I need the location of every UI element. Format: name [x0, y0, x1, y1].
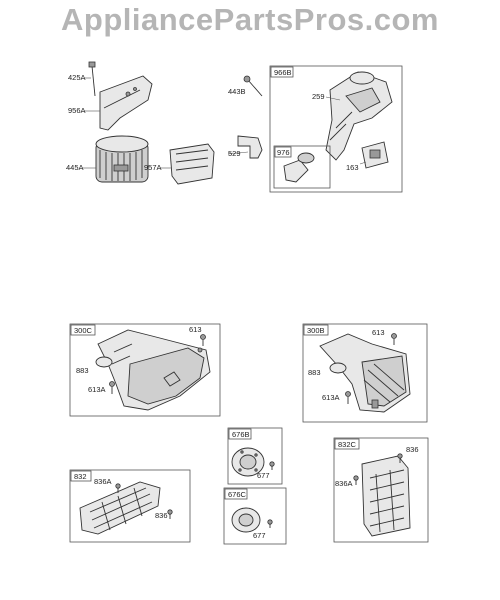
- part-676C-gasket[interactable]: [231, 507, 261, 533]
- part-300C-883-gasket[interactable]: [95, 356, 113, 368]
- part-300C-613-screw[interactable]: [200, 334, 206, 347]
- part-832C-grille[interactable]: [361, 455, 411, 537]
- part-425A-bolt[interactable]: [88, 61, 96, 97]
- group-300B-box: [302, 323, 428, 423]
- part-832-836A-screw[interactable]: [115, 483, 121, 493]
- group-832-box: [69, 469, 191, 543]
- part-832-836-screw[interactable]: [167, 509, 173, 519]
- part-966B-air-intake[interactable]: [325, 71, 393, 161]
- label-300B-883: 883: [308, 368, 321, 377]
- label-445A: 445A: [66, 163, 84, 172]
- part-300B-air-cleaner-base[interactable]: [319, 333, 411, 413]
- part-676B-gasket[interactable]: [231, 447, 265, 477]
- part-163-gasket[interactable]: [361, 141, 389, 169]
- group-966B-box: [269, 65, 403, 193]
- part-676B-677-screw[interactable]: [269, 461, 275, 470]
- label-956A: 956A: [68, 106, 86, 115]
- part-832-grille[interactable]: [79, 481, 161, 535]
- label-832C-836A: 836A: [335, 479, 353, 488]
- label-676B-677: 677: [257, 471, 270, 480]
- part-957A-pre-cleaner[interactable]: [169, 143, 215, 185]
- label-529: 529: [228, 149, 241, 158]
- label-300C-613A: 613A: [88, 385, 106, 394]
- group-832C-label: 832C: [338, 440, 357, 449]
- part-300B-883-gasket[interactable]: [329, 362, 347, 374]
- label-300C-883: 883: [76, 366, 89, 375]
- group-300B-label: 300B: [307, 326, 325, 335]
- part-956A-air-cleaner-cover[interactable]: [99, 75, 153, 131]
- label-163: 163: [346, 163, 359, 172]
- part-300C-air-cleaner-base[interactable]: [97, 329, 211, 411]
- group-976-box: [273, 145, 331, 189]
- group-676C-box: [223, 487, 287, 545]
- label-425A: 425A: [68, 73, 86, 82]
- part-300B-613A-screw[interactable]: [345, 391, 351, 405]
- part-300C-613A-screw[interactable]: [109, 381, 115, 395]
- part-445A-air-filter[interactable]: [95, 135, 149, 183]
- part-300B-613-screw[interactable]: [391, 333, 397, 346]
- label-259: 259: [312, 92, 325, 101]
- site-watermark: AppliancePartsPros.com: [61, 2, 439, 37]
- group-300C-box: [69, 323, 221, 417]
- group-676B-box: [227, 427, 283, 485]
- label-443B: 443B: [228, 87, 246, 96]
- group-966B-label: 966B: [274, 68, 292, 77]
- label-300C-613: 613: [189, 325, 202, 334]
- label-300B-613A: 613A: [322, 393, 340, 402]
- part-832C-836A-screw[interactable]: [353, 475, 359, 485]
- part-676C-677-screw[interactable]: [267, 519, 273, 528]
- label-300B-613: 613: [372, 328, 385, 337]
- group-832C-box: [333, 437, 429, 543]
- group-676B-label: 676B: [232, 430, 250, 439]
- part-832C-836-screw[interactable]: [397, 453, 403, 463]
- label-832-836: 836: [155, 511, 168, 520]
- group-976-label: 976: [277, 148, 290, 157]
- group-832-label: 832: [74, 472, 87, 481]
- part-443B-screw[interactable]: [243, 75, 263, 97]
- part-529-elbow[interactable]: [237, 135, 263, 159]
- part-976-adapter[interactable]: [283, 152, 315, 183]
- label-957A: 957A: [144, 163, 162, 172]
- label-676C-677: 677: [253, 531, 266, 540]
- label-832C-836: 836: [406, 445, 419, 454]
- group-676C-label: 676C: [228, 490, 247, 499]
- label-832-836A: 836A: [94, 477, 112, 486]
- group-300C-label: 300C: [74, 326, 93, 335]
